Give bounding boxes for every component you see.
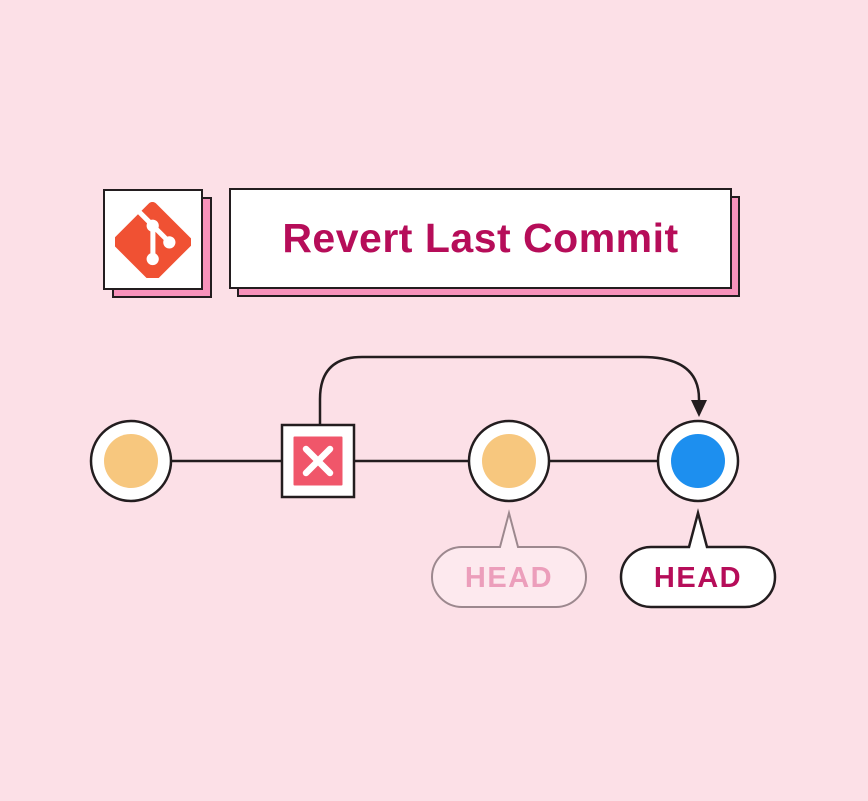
commit-node-3 xyxy=(467,419,551,503)
commit-dot xyxy=(671,434,725,488)
title-box: Revert Last Commit xyxy=(229,188,732,289)
revert-arrow xyxy=(318,355,701,426)
head-bubble-faded xyxy=(431,509,587,608)
commit-node-1 xyxy=(89,419,173,503)
git-logo-icon xyxy=(115,201,191,278)
commit-node-4-revert xyxy=(656,419,740,503)
git-logo-path xyxy=(115,201,191,278)
head-label-previous: HEAD xyxy=(431,509,587,608)
head-label-text-previous: HEAD xyxy=(465,562,553,594)
commit-dot xyxy=(482,434,536,488)
arrow-down-icon xyxy=(691,400,707,417)
head-label-current: HEAD xyxy=(619,508,777,609)
head-bubble-active xyxy=(619,508,777,609)
x-cross-line xyxy=(302,445,334,477)
commit-node-2-reverted xyxy=(280,423,356,499)
head-label-text-current: HEAD xyxy=(654,562,742,594)
x-cross-icon xyxy=(302,445,334,477)
git-logo-box xyxy=(103,189,203,290)
commit-dot xyxy=(104,434,158,488)
page-title: Revert Last Commit xyxy=(282,215,679,261)
